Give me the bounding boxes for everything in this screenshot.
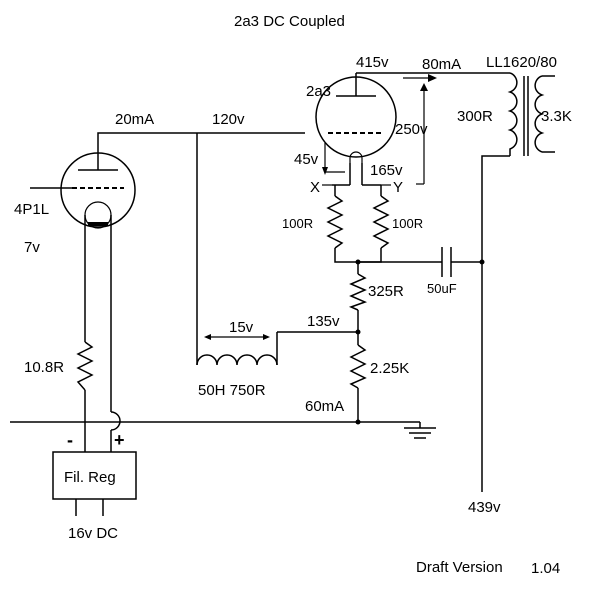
- output-tube-2a3: [315, 73, 397, 163]
- hum-resistor-right: [372, 195, 390, 249]
- supply-voltage-label: 16v DC: [68, 525, 118, 542]
- schematic-title: 2a3 DC Coupled: [234, 13, 345, 30]
- cathode-resistor-label: 325R: [368, 283, 404, 300]
- grid-bias-label: 45v: [294, 151, 319, 168]
- driver-tube-4p1l: [30, 152, 136, 229]
- regulator-plus-label: +: [114, 430, 125, 450]
- driver-tube-label: 4P1L: [14, 201, 49, 218]
- cathode-resistor-325r: [348, 273, 368, 311]
- choke-label: 50H 750R: [198, 382, 266, 399]
- hum-resistor-left-label: 100R: [282, 216, 313, 231]
- hum-resistor-right-label: 100R: [392, 216, 423, 231]
- plate-current-label: 80mA: [422, 56, 461, 73]
- driver-current-label: 20mA: [115, 111, 154, 128]
- tap-voltage-label: 135v: [307, 313, 340, 330]
- filament-regulator: [52, 451, 137, 500]
- bleeder-resistor-225k: [349, 344, 367, 389]
- point-y-label: Y: [393, 179, 403, 196]
- choke-inductor: [196, 354, 278, 366]
- capacitor-label: 50uF: [427, 281, 457, 296]
- version-label: Draft Version: [416, 559, 503, 576]
- bottom-current-label: 60mA: [305, 398, 344, 415]
- filament-resistor-label: 10.8R: [24, 359, 64, 376]
- ground-symbol: [404, 422, 436, 439]
- transformer-load-label: 3.3K: [541, 108, 572, 125]
- cathode-voltage-label: 165v: [370, 162, 403, 179]
- bleeder-resistor-label: 2.25K: [370, 360, 409, 377]
- regulator-minus-label: -: [67, 430, 73, 450]
- filament-regulator-label: Fil. Reg: [64, 469, 116, 486]
- transformer-model-label: LL1620/80: [486, 54, 557, 71]
- hum-resistor-left: [326, 195, 344, 249]
- output-transformer: [507, 72, 555, 156]
- point-x-label: X: [310, 179, 320, 196]
- grid-voltage-label: 120v: [212, 111, 245, 128]
- filament-resistor: [76, 341, 94, 391]
- plate-voltage-label: 415v: [356, 54, 389, 71]
- driver-filament-voltage: 7v: [24, 239, 40, 256]
- version-number: 1.04: [531, 560, 560, 577]
- transformer-dcr-label: 300R: [457, 108, 493, 125]
- choke-drop-label: 15v: [229, 319, 254, 336]
- plate-cathode-voltage-label: 250v: [395, 121, 428, 138]
- b-plus-voltage-label: 439v: [468, 499, 501, 516]
- output-tube-label: 2a3: [306, 83, 331, 100]
